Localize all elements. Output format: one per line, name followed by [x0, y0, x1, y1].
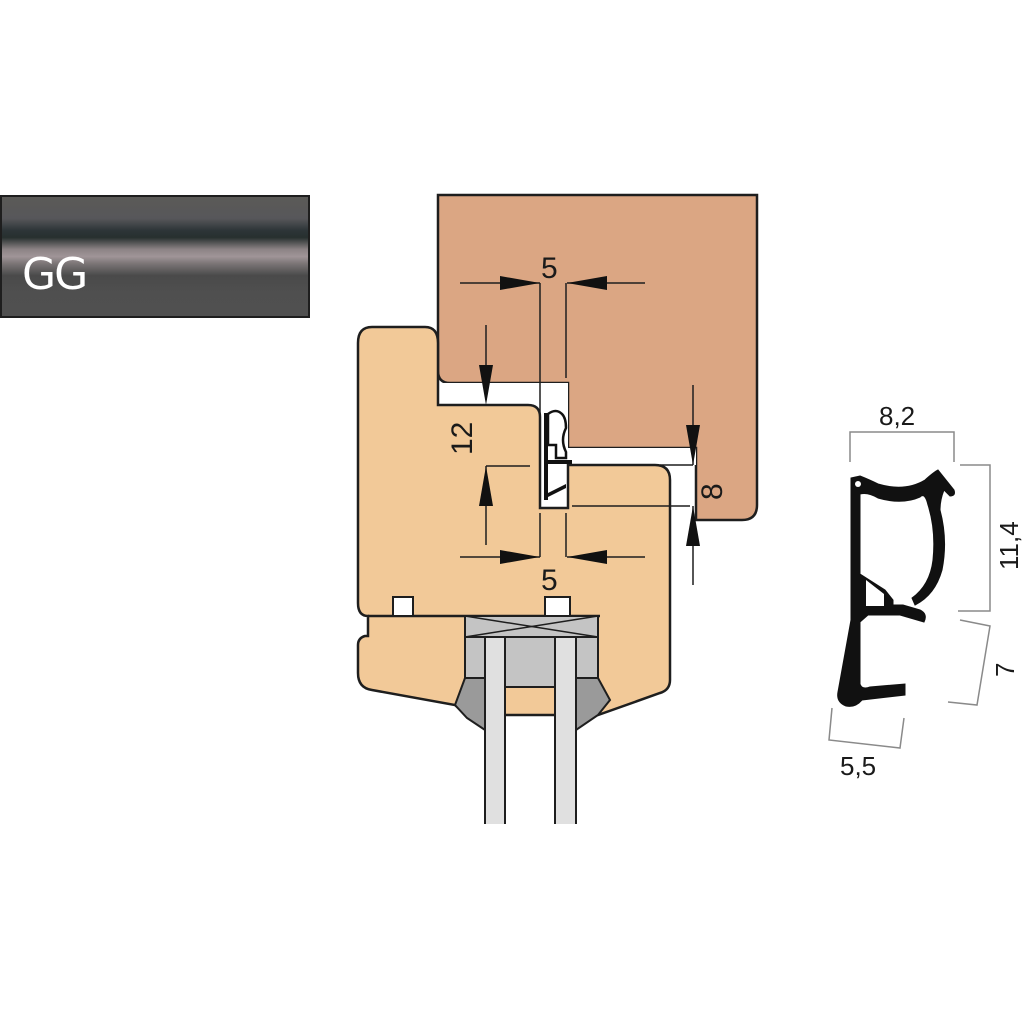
- dim-rebate-height: 12: [446, 422, 479, 455]
- air-gap: [438, 383, 696, 508]
- glass-pane-left: [484, 636, 506, 828]
- dim-profile-lower-height: 7: [990, 663, 1020, 677]
- dim-profile-width: 8,2: [879, 401, 915, 431]
- section-dimensions: [460, 276, 700, 585]
- spacer-left: [464, 636, 486, 679]
- dim-overlap-height: 8: [696, 483, 729, 500]
- spacer-center: [504, 636, 556, 688]
- profile-dimensions: [828, 431, 991, 749]
- spacer-right: [575, 636, 599, 679]
- swatch-label: GG: [22, 249, 88, 300]
- gasket-profile: [837, 469, 955, 707]
- slot-right: [544, 596, 571, 617]
- gasket-installed: [544, 409, 572, 500]
- slot-left: [392, 596, 414, 617]
- dim-top-gap: 5: [541, 252, 558, 285]
- window-section: [356, 193, 759, 830]
- color-swatch-gg: GG: [0, 195, 310, 318]
- dim-bottom-gap: 5: [541, 564, 558, 597]
- glass-pane-right: [554, 636, 577, 828]
- dim-profile-upper-height: 11,4: [994, 521, 1024, 570]
- dim-profile-foot-width: 5,5: [840, 751, 876, 781]
